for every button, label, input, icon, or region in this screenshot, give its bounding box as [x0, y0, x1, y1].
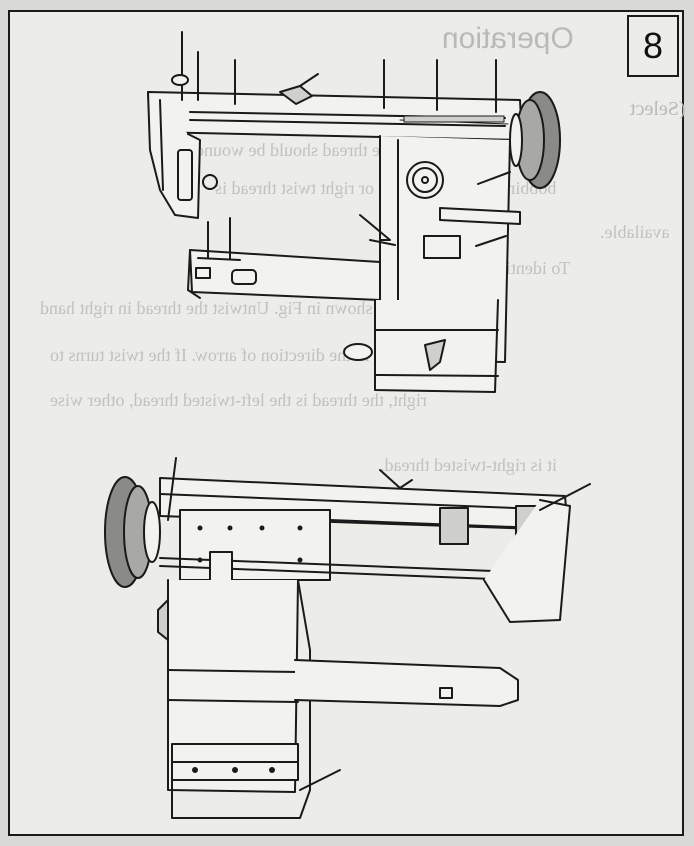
sewing-machine-front-view: [147, 31, 561, 393]
page-number: 8: [627, 15, 679, 77]
sewing-machine-rear-view: [104, 457, 591, 819]
